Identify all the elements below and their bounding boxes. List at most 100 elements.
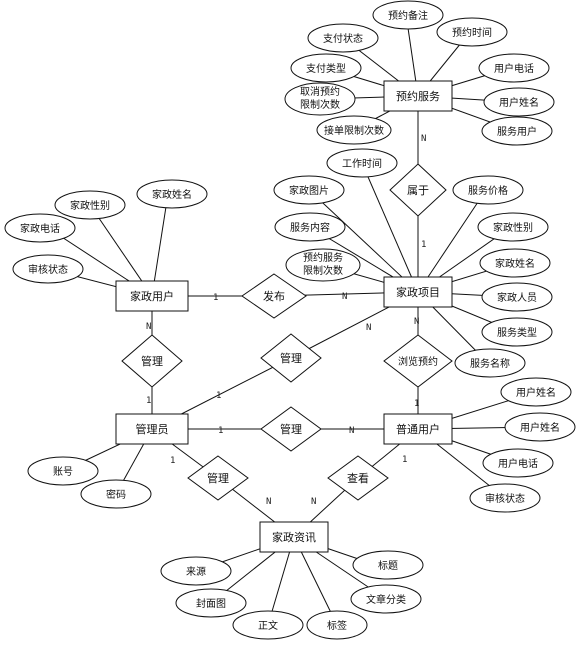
attribute-label: 用户电话 bbox=[498, 457, 538, 470]
attribute-label: 用户姓名 bbox=[499, 96, 539, 109]
entity-putong-yonghu: 普通用户 bbox=[383, 413, 453, 445]
attribute-label: 标题 bbox=[378, 560, 398, 572]
attribute-label: 支付类型 bbox=[306, 62, 346, 75]
attribute-label-line1: 取消预约 bbox=[300, 85, 340, 98]
relationship-label: 管理 bbox=[141, 354, 163, 368]
attr-yh-xingming-2: 用户姓名 bbox=[500, 377, 572, 407]
attr-gongzuo-shijian: 工作时间 bbox=[326, 148, 398, 178]
relationship-liulan-yuyue: 浏览预约 bbox=[383, 334, 453, 388]
attr-yh-dianhua-2: 用户电话 bbox=[482, 448, 554, 478]
relationship-label: 浏览预约 bbox=[398, 355, 438, 368]
relationship-label: 发布 bbox=[263, 289, 285, 303]
entity-jiazheng-xiangmu: 家政项目 bbox=[383, 276, 453, 308]
attribute-label: 服务用户 bbox=[497, 125, 537, 138]
attribute-label: 家政姓名 bbox=[152, 188, 192, 201]
cardinality-label: N bbox=[349, 426, 354, 436]
cardinality-label: N bbox=[414, 317, 419, 327]
attr-zhanghao: 账号 bbox=[27, 456, 99, 486]
attribute-label: 审核状态 bbox=[28, 263, 68, 276]
attr-fengmiantu: 封面图 bbox=[175, 588, 247, 618]
attribute-label: 服务类型 bbox=[497, 326, 537, 339]
attr-yh-dianhua-1: 用户电话 bbox=[478, 53, 550, 83]
attr-quxiao-yuyue: 取消预约 限制次数 bbox=[284, 82, 356, 116]
attr-jiedan-xianzhi: 接单限制次数 bbox=[316, 115, 392, 145]
attribute-label: 用户姓名 bbox=[516, 386, 556, 399]
attribute-label: 服务内容 bbox=[290, 221, 330, 234]
attr-zhifu-leixing: 支付类型 bbox=[290, 53, 362, 83]
attr-jz-xingbie-1: 家政性别 bbox=[477, 212, 549, 242]
attribute-label: 密码 bbox=[106, 488, 126, 501]
attr-fuwu-neirong: 服务内容 bbox=[274, 212, 346, 242]
attribute-label: 家政性别 bbox=[70, 199, 110, 212]
relationship-label: 管理 bbox=[280, 422, 302, 436]
cardinalities: N 1 1 N N 1 N 1 N 1 1 N 1 N N 1 bbox=[146, 134, 426, 507]
relationship-guanli-3: 管理 bbox=[260, 406, 322, 452]
attribute-label: 预约备注 bbox=[388, 9, 428, 22]
cardinality-label: N bbox=[366, 323, 371, 333]
relationship-label: 管理 bbox=[207, 471, 229, 485]
attribute-label: 用户电话 bbox=[494, 62, 534, 75]
relationship-guanli-4: 管理 bbox=[187, 455, 249, 501]
entity-label: 家政资讯 bbox=[272, 530, 316, 544]
attribute-label: 封面图 bbox=[196, 597, 226, 610]
attr-biaoti: 标题 bbox=[352, 550, 424, 580]
relationship-chakan: 查看 bbox=[327, 455, 389, 501]
cardinality-label: N bbox=[342, 292, 347, 302]
attribute-label: 用户姓名 bbox=[520, 421, 560, 434]
attribute-label: 家政图片 bbox=[289, 184, 329, 197]
entity-jiazheng-yonghu: 家政用户 bbox=[115, 280, 189, 312]
attr-mima: 密码 bbox=[80, 479, 152, 509]
entity-label: 管理员 bbox=[136, 422, 169, 436]
attr-shenhe-1: 审核状态 bbox=[12, 254, 84, 284]
relationship-fabu: 发布 bbox=[241, 273, 307, 319]
attr-zhifu-zhuangtai: 支付状态 bbox=[307, 23, 379, 53]
entity-guanliyuan: 管理员 bbox=[115, 413, 189, 445]
attribute-label: 家政人员 bbox=[497, 291, 537, 304]
relationship-guanli-1: 管理 bbox=[121, 334, 183, 388]
relationship-label: 属于 bbox=[407, 184, 429, 197]
cardinality-label: 1 bbox=[414, 399, 419, 409]
cardinality-label: 1 bbox=[146, 396, 151, 406]
cardinality-label: N bbox=[266, 497, 271, 507]
attribute-label: 家政姓名 bbox=[495, 257, 535, 270]
entity-label: 预约服务 bbox=[396, 90, 440, 103]
attr-jz-xingming-2: 家政姓名 bbox=[136, 179, 208, 209]
attribute-label: 标签 bbox=[327, 619, 347, 632]
entity-yuyue-fuwu: 预约服务 bbox=[383, 80, 453, 112]
attribute-label: 家政性别 bbox=[493, 221, 533, 234]
attribute-label: 家政电话 bbox=[20, 222, 60, 235]
attr-biaoqian: 标签 bbox=[306, 610, 368, 640]
attr-jz-dianhua: 家政电话 bbox=[4, 213, 76, 243]
attr-wenzhang-fenlei: 文章分类 bbox=[350, 584, 422, 614]
attribute-label-line2: 限制次数 bbox=[300, 98, 340, 111]
attribute-label: 审核状态 bbox=[485, 492, 525, 505]
attr-yh-xingming-3: 用户姓名 bbox=[504, 412, 576, 442]
attr-shenhe-2: 审核状态 bbox=[469, 483, 541, 513]
attr-jz-tupian: 家政图片 bbox=[273, 175, 345, 205]
attribute-label: 账号 bbox=[53, 466, 73, 478]
attr-laiyuan: 来源 bbox=[160, 556, 232, 586]
attr-yuyue-shijian: 预约时间 bbox=[436, 17, 508, 47]
cardinality-label: 1 bbox=[216, 391, 221, 401]
cardinality-label: 1 bbox=[421, 240, 426, 250]
cardinality-label: 1 bbox=[402, 455, 407, 465]
entity-jiazheng-zixun: 家政资讯 bbox=[259, 521, 329, 553]
attribute-label: 文章分类 bbox=[366, 593, 406, 606]
attr-jz-xingming-1: 家政姓名 bbox=[479, 248, 551, 278]
attributes: 预约备注 支付状态 预约时间 支付类型 取消预约 限制次数 接单限制次数 用户电… bbox=[4, 0, 576, 640]
relationship-shuyu: 属于 bbox=[389, 163, 447, 217]
attribute-label: 正文 bbox=[258, 619, 278, 632]
attribute-label: 接单限制次数 bbox=[324, 124, 384, 137]
attribute-label: 服务名称 bbox=[470, 357, 510, 370]
attribute-label: 工作时间 bbox=[342, 157, 382, 170]
attr-jz-xingbie-2: 家政性别 bbox=[54, 190, 126, 220]
attr-yh-xingming-1: 用户姓名 bbox=[483, 87, 555, 117]
attribute-label-line1: 预约服务 bbox=[303, 251, 343, 264]
entity-label: 普通用户 bbox=[396, 422, 440, 436]
relationship-label: 管理 bbox=[280, 351, 302, 365]
relationship-label: 查看 bbox=[347, 471, 369, 485]
entity-label: 家政用户 bbox=[130, 289, 174, 303]
attribute-label: 支付状态 bbox=[323, 32, 363, 45]
